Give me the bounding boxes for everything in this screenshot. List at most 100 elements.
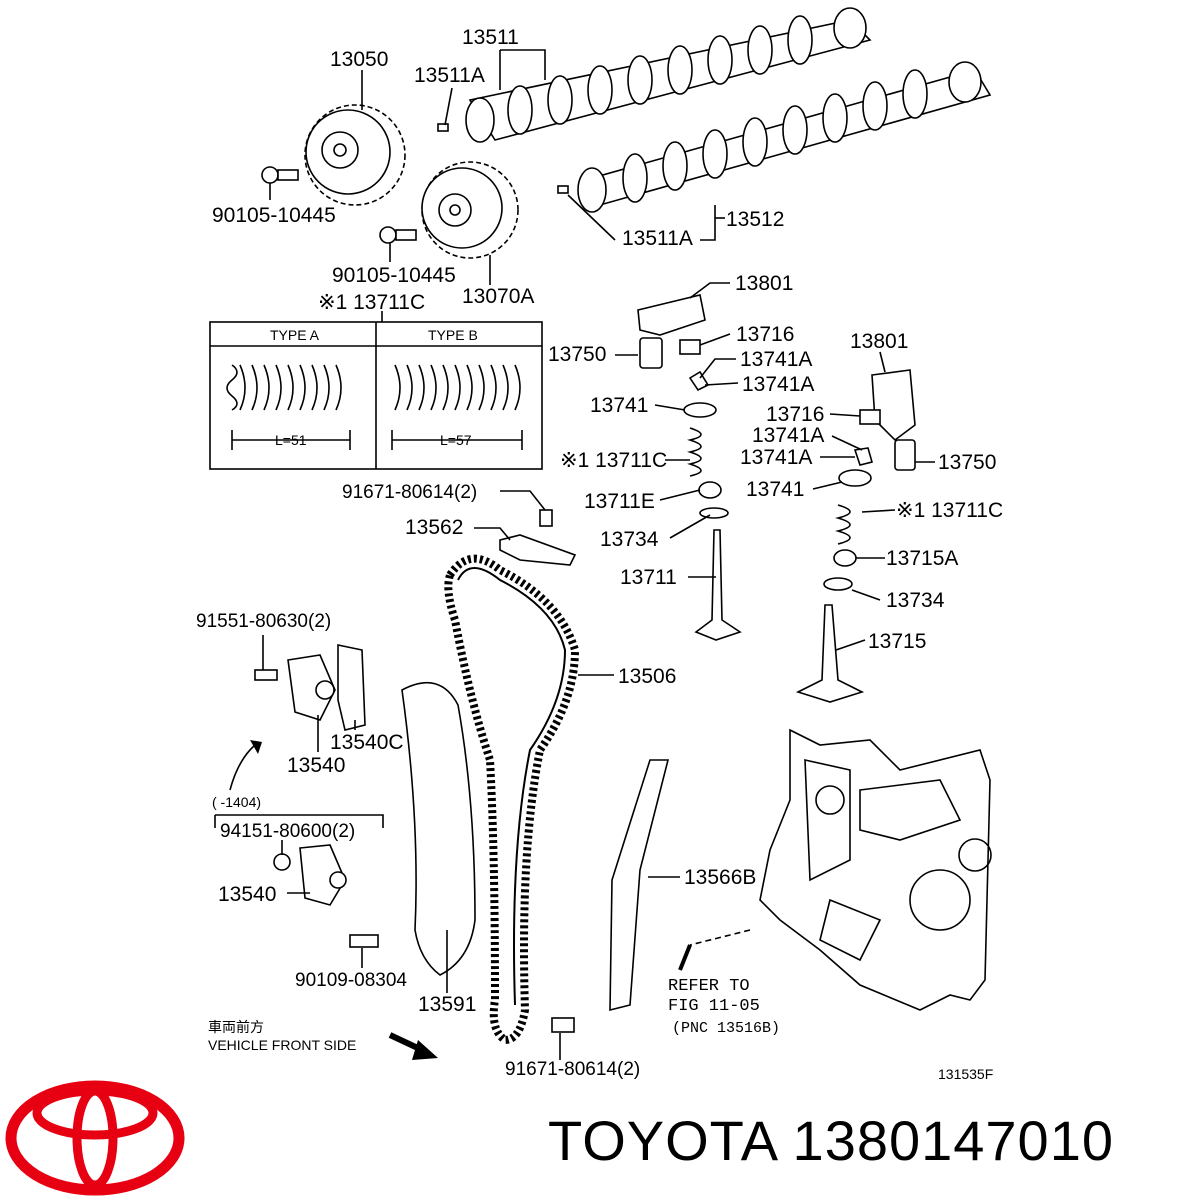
label-13741A-b1: 13741A bbox=[752, 424, 824, 447]
label-13562: 13562 bbox=[405, 516, 463, 539]
nut-94151 bbox=[273, 853, 291, 871]
leader-lines-top bbox=[269, 49, 725, 285]
washer-a bbox=[699, 507, 729, 519]
label-13741A-a2: 13741A bbox=[742, 373, 814, 396]
refer-line-3: (PNC 13516B) bbox=[672, 1020, 780, 1037]
brand-name: TOYOTA bbox=[548, 1109, 776, 1172]
vvt-gear-intake bbox=[304, 104, 406, 206]
label-1404: ( -1404) bbox=[212, 794, 261, 810]
label-13734-b: 13734 bbox=[886, 589, 945, 612]
label-13540-a: 13540 bbox=[287, 754, 345, 777]
label-13750-a: 13750 bbox=[548, 343, 606, 366]
retainer-b bbox=[838, 469, 872, 487]
gasket-13540C bbox=[337, 644, 366, 731]
label-13711E: 13711E bbox=[584, 490, 655, 513]
label-13566B: 13566B bbox=[684, 866, 756, 889]
label-13741-b: 13741 bbox=[746, 478, 804, 501]
engine-block bbox=[678, 728, 992, 1011]
label-13715A: 13715A bbox=[886, 547, 958, 570]
label-13716-b: 13716 bbox=[766, 403, 824, 426]
vvt-gear-exhaust bbox=[421, 161, 519, 259]
label-90109: 90109-08304 bbox=[295, 970, 407, 991]
direction-arrows bbox=[229, 740, 438, 1060]
rocker-arm-a bbox=[637, 294, 706, 336]
label-13711: 13711 bbox=[620, 566, 677, 589]
leader-lines-valves bbox=[615, 282, 935, 651]
spring-type-a-drawing bbox=[226, 364, 351, 450]
type-b-heading: TYPE B bbox=[428, 327, 478, 343]
washer-b bbox=[823, 577, 853, 591]
spring-type-table bbox=[209, 311, 543, 470]
front-side-jp: 車両前方 bbox=[208, 1019, 264, 1035]
refer-line-2: FIG 11-05 bbox=[668, 997, 760, 1016]
retainer-a bbox=[683, 402, 717, 418]
lash-adjuster-a bbox=[639, 337, 663, 369]
type-b-length: L=57 bbox=[440, 432, 472, 448]
toyota-logo-icon bbox=[5, 1080, 185, 1196]
label-13711C-a: ※1 13711C bbox=[560, 449, 667, 472]
bolt-90105-a bbox=[261, 166, 299, 184]
camshaft-exhaust bbox=[557, 61, 992, 213]
valve-13715 bbox=[795, 604, 865, 703]
lash-adjuster-b bbox=[894, 439, 916, 471]
tensioner-13540-a bbox=[287, 654, 336, 721]
label-13715: 13715 bbox=[868, 630, 926, 653]
valve-seal-a bbox=[698, 481, 722, 499]
label-13741-a: 13741 bbox=[590, 394, 648, 417]
label-131535F: 131535F bbox=[938, 1066, 993, 1082]
label-13734-a: 13734 bbox=[600, 528, 659, 551]
label-90105-b: 90105-10445 bbox=[332, 264, 456, 287]
type-a-heading: TYPE A bbox=[270, 327, 320, 343]
label-13750-b: 13750 bbox=[938, 451, 996, 474]
label-13512: 13512 bbox=[726, 208, 784, 231]
label-94151: 94151-80600(2) bbox=[220, 821, 355, 842]
label-13070A: 13070A bbox=[462, 285, 534, 308]
part-number: 1380147010 bbox=[792, 1109, 1114, 1172]
label-13591: 13591 bbox=[418, 993, 476, 1016]
pad-13716-a bbox=[679, 339, 701, 355]
timing-chain-13506 bbox=[444, 554, 580, 1045]
rocker-arm-b bbox=[871, 369, 916, 442]
label-13540C: 13540C bbox=[330, 731, 404, 754]
keeper-b bbox=[853, 447, 873, 466]
label-13511A-bot: 13511A bbox=[622, 227, 693, 250]
chain-damper-13562 bbox=[499, 509, 577, 566]
label-13801-b: 13801 bbox=[850, 330, 908, 353]
label-91671-top: 91671-80614(2) bbox=[342, 482, 477, 503]
camshaft-intake bbox=[437, 7, 872, 143]
label-90105-a: 90105-10445 bbox=[212, 204, 336, 227]
bolt-90109 bbox=[349, 934, 379, 948]
label-13511: 13511 bbox=[462, 26, 519, 49]
valve-13711 bbox=[694, 529, 742, 641]
front-side-en: VEHICLE FRONT SIDE bbox=[208, 1037, 356, 1053]
label-91551: 91551-80630(2) bbox=[196, 611, 331, 632]
label-13050: 13050 bbox=[330, 48, 388, 71]
tensioner-parts bbox=[254, 644, 575, 1033]
label-13801-a: 13801 bbox=[735, 272, 793, 295]
bolt-90105-b bbox=[379, 226, 417, 244]
valvetrain-b bbox=[795, 369, 916, 703]
chain-guide-13591 bbox=[401, 681, 476, 976]
type-a-length: L=51 bbox=[275, 432, 307, 448]
chain-guide-13566B bbox=[609, 759, 670, 1012]
pad-13716-b bbox=[859, 409, 881, 425]
label-13711C-top: ※1 13711C bbox=[318, 291, 425, 314]
valve-seal-b bbox=[833, 549, 857, 567]
brand-title: TOYOTA 1380147010 bbox=[548, 1108, 1114, 1173]
tensioner-13540-b bbox=[299, 844, 346, 906]
label-91671-bot: 91671-80614(2) bbox=[505, 1059, 640, 1080]
keeper-a bbox=[688, 370, 710, 392]
label-13741A-a1: 13741A bbox=[740, 348, 812, 371]
label-13711C-b: ※1 13711C bbox=[896, 499, 1003, 522]
label-13511A-top: 13511A bbox=[414, 64, 485, 87]
valvetrain-a bbox=[637, 294, 742, 641]
leader-lines-lower bbox=[214, 490, 680, 1060]
spring-type-b-drawing bbox=[391, 364, 523, 450]
label-13716-a: 13716 bbox=[736, 323, 794, 346]
label-13741A-b2: 13741A bbox=[740, 446, 812, 469]
refer-line-1: REFER TO bbox=[668, 977, 750, 996]
label-13506: 13506 bbox=[618, 665, 676, 688]
bolt-91551 bbox=[254, 669, 278, 681]
bolt-91671-top bbox=[539, 509, 553, 527]
